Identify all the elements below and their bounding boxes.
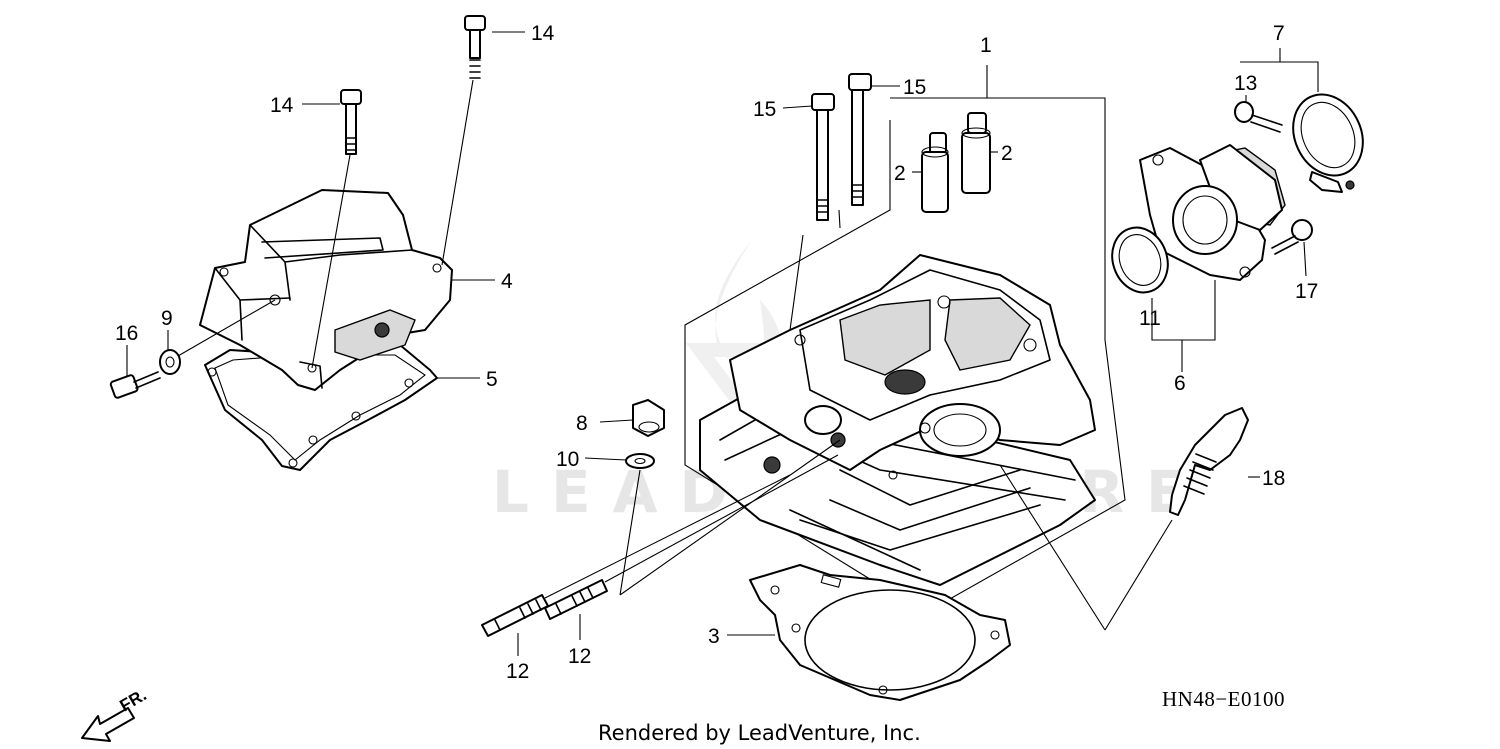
callout-2b[interactable]: 2 <box>1001 142 1013 165</box>
callout-9[interactable]: 9 <box>161 307 173 330</box>
callout-10[interactable]: 10 <box>556 448 579 471</box>
callout-12b[interactable]: 12 <box>568 645 591 668</box>
insulator-bolt <box>1271 219 1313 255</box>
band-screw <box>1234 101 1283 133</box>
callout-1[interactable]: 1 <box>980 34 992 57</box>
callout-6[interactable]: 6 <box>1174 372 1186 395</box>
intake-insulator-assembly <box>1111 48 1364 372</box>
callout-17[interactable]: 17 <box>1295 280 1318 303</box>
head-bolt-b <box>838 73 872 229</box>
callout-2a[interactable]: 2 <box>894 162 906 185</box>
callout-8[interactable]: 8 <box>576 412 588 435</box>
callout-13[interactable]: 13 <box>1234 72 1257 95</box>
group-bracket-6 <box>1151 280 1216 372</box>
callout-16[interactable]: 16 <box>115 322 138 345</box>
diagram-code: HN48−E0100 <box>1162 687 1285 711</box>
sealing-washer <box>159 299 276 375</box>
callout-11[interactable]: 11 <box>1139 307 1161 330</box>
callout-14a[interactable]: 14 <box>531 22 555 45</box>
callout-12a[interactable]: 12 <box>506 660 529 683</box>
callout-5[interactable]: 5 <box>486 368 498 391</box>
callout-7[interactable]: 7 <box>1273 22 1285 45</box>
cover-bolt-long <box>441 15 486 266</box>
valve-guide-a <box>921 132 949 213</box>
cylinder-head-gasket <box>749 564 1011 701</box>
head-bolt-a <box>789 93 835 331</box>
cover-bolt-small <box>109 371 161 399</box>
cylinder-head-assembly <box>684 65 1126 701</box>
stud-bolt-b <box>544 454 839 620</box>
spark-plug <box>999 407 1249 631</box>
head-cover-assembly <box>109 15 486 471</box>
leader-lines <box>126 31 1307 656</box>
front-direction-marker: FR. <box>81 685 150 742</box>
washer <box>625 453 655 469</box>
callouts: 1 2 2 3 4 5 6 7 8 9 10 11 12 12 13 14 14… <box>115 22 1318 683</box>
hose-band <box>1292 93 1364 193</box>
group-bracket-8-10 <box>619 439 841 596</box>
credit-line: Rendered by LeadVenture, Inc. <box>598 721 921 745</box>
fasteners-center <box>481 399 841 637</box>
callout-15a[interactable]: 15 <box>753 98 776 121</box>
front-arrow-icon <box>81 707 135 742</box>
callout-4[interactable]: 4 <box>501 270 513 293</box>
callout-14b[interactable]: 14 <box>270 94 294 117</box>
callout-15b[interactable]: 15 <box>903 76 926 99</box>
cover-bolt-short <box>311 89 362 369</box>
insulator-o-ring <box>1111 226 1169 294</box>
cap-nut <box>632 399 665 437</box>
valve-guide-b <box>961 112 991 194</box>
callout-3[interactable]: 3 <box>708 625 720 648</box>
intake-insulator <box>1139 144 1286 281</box>
callout-18[interactable]: 18 <box>1262 467 1285 490</box>
